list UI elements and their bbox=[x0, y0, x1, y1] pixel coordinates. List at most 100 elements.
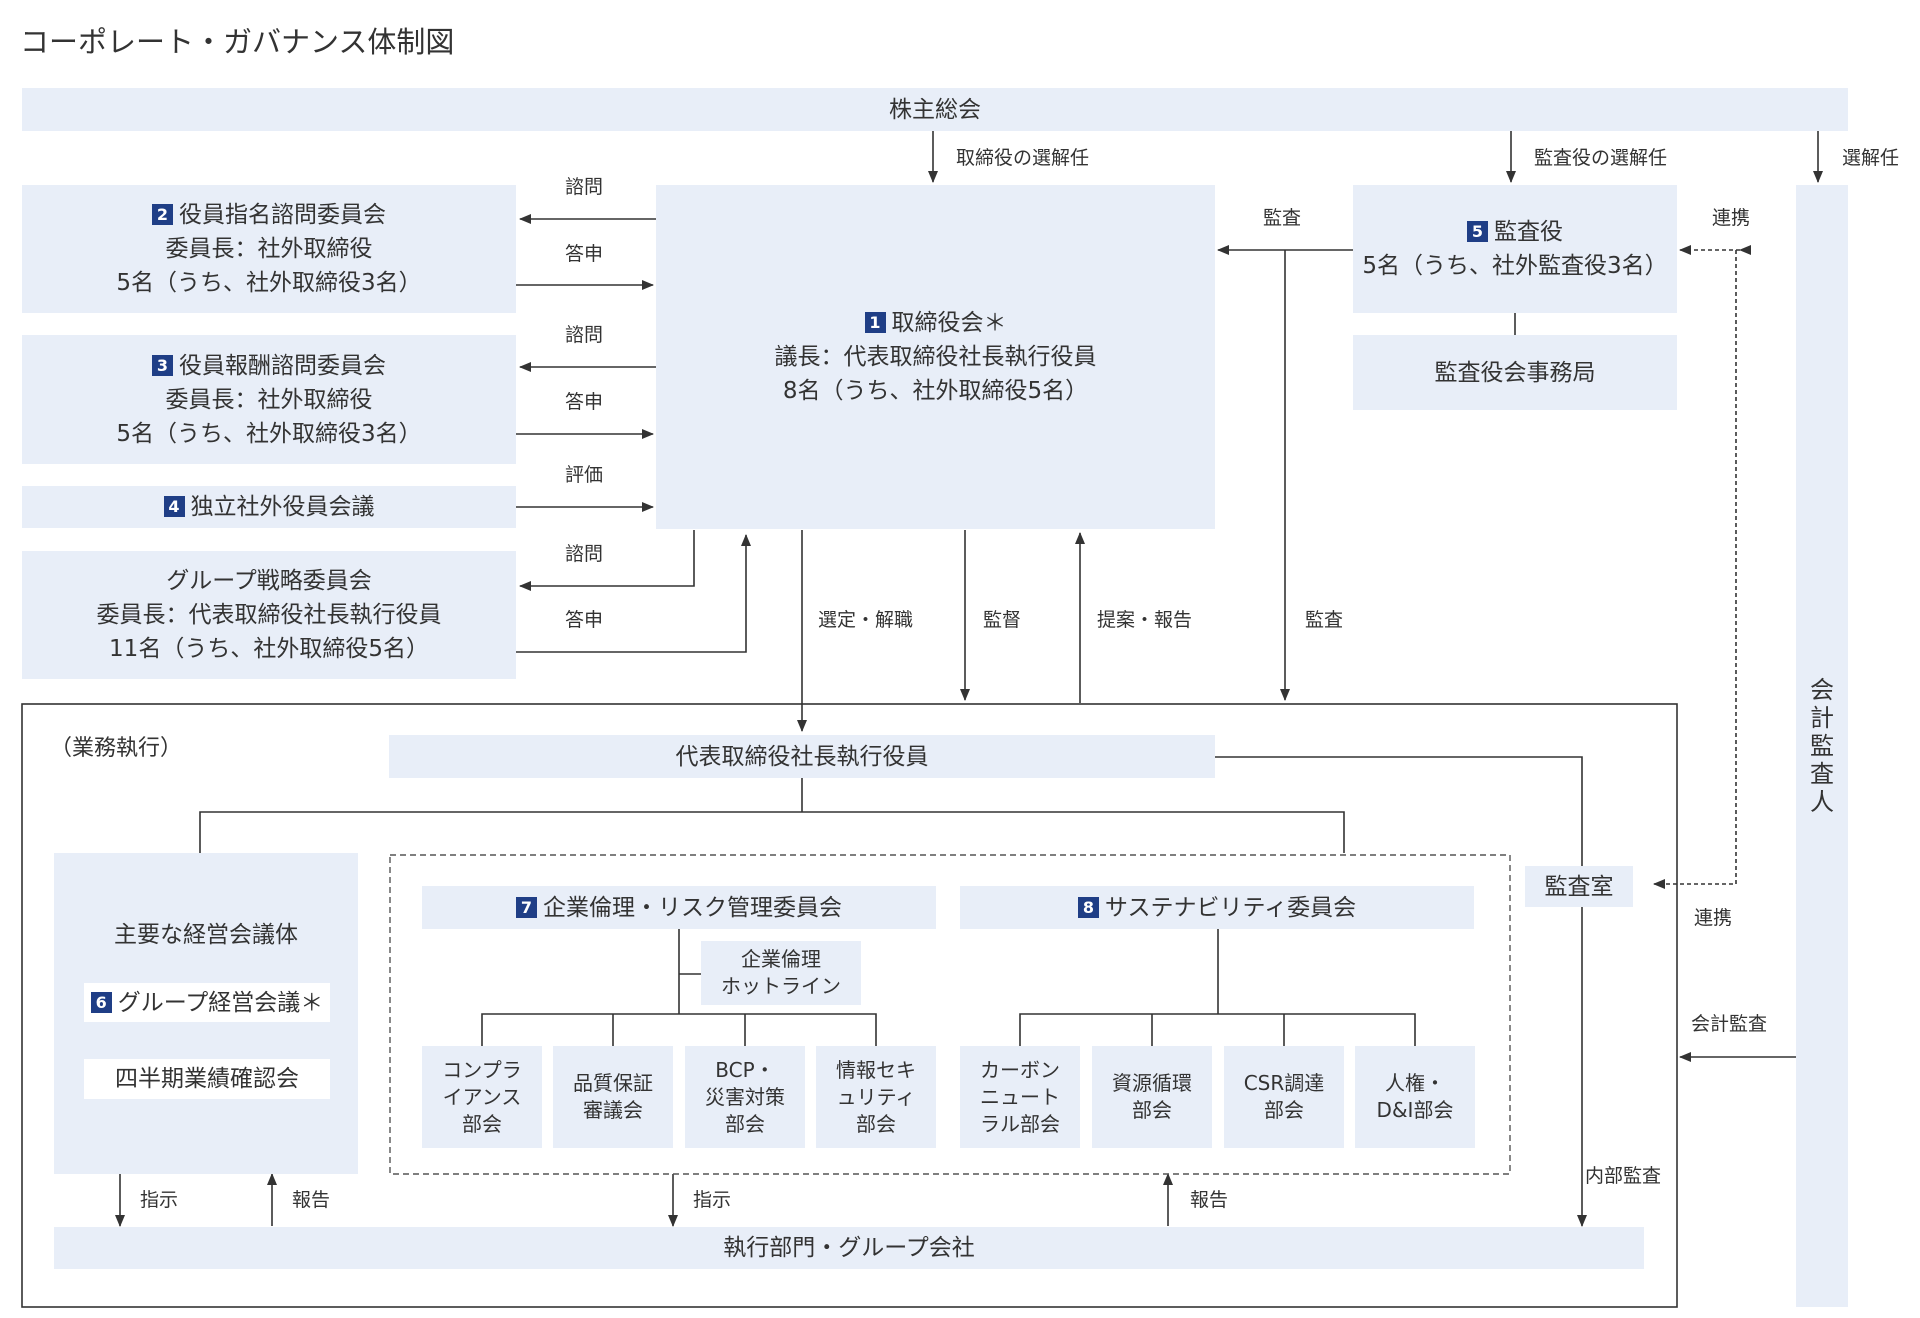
sustainability-subcommittee-line: ラル部会 bbox=[980, 1111, 1060, 1136]
hotline-line: 企業倫理 bbox=[741, 947, 821, 971]
accounting-auditor-char: 計 bbox=[1810, 704, 1834, 732]
sustainability-committee-name: サステナビリティ委員会 bbox=[1104, 894, 1357, 921]
number-badge: 2 bbox=[152, 204, 173, 225]
connector-ethics-branch bbox=[481, 1013, 877, 1046]
label-consult-2: 諮問 bbox=[565, 324, 604, 346]
sustainability-subcommittee-box: CSR調達部会 bbox=[1224, 1046, 1344, 1148]
accounting-auditor-label: 会計監査人 bbox=[1808, 676, 1836, 816]
label-propose-report: 提案・報告 bbox=[1097, 609, 1193, 631]
ethics-subcommittee-line: 部会 bbox=[856, 1111, 896, 1136]
nomination-committee-name: 役員指名諮問委員会 bbox=[179, 202, 386, 228]
label-director-elect: 取締役の選解任 bbox=[956, 147, 1090, 169]
ethics-subcommittee-line: BCP・ bbox=[715, 1057, 775, 1082]
accounting-auditor-char: 監 bbox=[1810, 732, 1834, 760]
number-badge: 1 bbox=[864, 312, 886, 333]
arrow-cooperation-internal-audit[interactable] bbox=[1653, 250, 1737, 889]
internal-audit-box: 監査室 bbox=[1525, 866, 1633, 907]
label-cooperation-top: 連携 bbox=[1712, 207, 1751, 229]
execution-frame bbox=[21, 703, 1678, 1308]
label-report-3: 答申 bbox=[565, 609, 604, 631]
number-badge: 7 bbox=[516, 896, 537, 918]
label-consult-1: 諮問 bbox=[565, 176, 604, 198]
president-label: 代表取締役社長執行役員 bbox=[675, 743, 929, 770]
label-auditor-elect: 監査役の選解任 bbox=[1534, 147, 1668, 169]
connector-sustainability-branch bbox=[1019, 1013, 1416, 1046]
main-meetings-label: 主要な経営会議体 bbox=[114, 922, 298, 948]
label-instruct-left: 指示 bbox=[140, 1189, 179, 1211]
label-audit-board: 監査 bbox=[1263, 207, 1302, 229]
nomination-committee-members: 5名（うち、社外取締役3名） bbox=[116, 270, 422, 296]
label-elect: 選解任 bbox=[1842, 147, 1900, 169]
nomination-committee-title: 2 役員指名諮問委員会 bbox=[152, 198, 386, 232]
ethics-subcommittee-line: 情報セキ bbox=[836, 1057, 916, 1082]
compensation-committee-chair: 委員長：社外取締役 bbox=[165, 386, 373, 413]
accounting-auditor-char: 会 bbox=[1810, 676, 1834, 704]
departments-box: 執行部門・グループ会社 bbox=[54, 1227, 1644, 1269]
sustainability-subcommittee-line: 人権・ bbox=[1385, 1071, 1445, 1095]
number-badge: 4 bbox=[163, 496, 185, 517]
arrow-president-internal-audit bbox=[1215, 756, 1583, 866]
label-supervise: 監督 bbox=[983, 609, 1022, 631]
president-box: 代表取締役社長執行役員 bbox=[389, 735, 1215, 778]
group-strategy-committee-members: 11名（うち、社外取締役5名） bbox=[109, 636, 429, 662]
auditors-office-label: 監査役会事務局 bbox=[1434, 359, 1596, 386]
page-title: コーポレート・ガバナンス体制図 bbox=[20, 25, 455, 59]
ethics-subcommittee-line: 審議会 bbox=[583, 1098, 643, 1122]
label-report-1: 答申 bbox=[565, 243, 604, 265]
shareholders-meeting-box: 株主総会 bbox=[22, 88, 1848, 131]
label-cooperation-bottom: 連携 bbox=[1694, 907, 1733, 929]
ethics-subcommittee-line: 災害対策 bbox=[705, 1084, 785, 1109]
departments-label: 執行部門・グループ会社 bbox=[723, 1235, 975, 1261]
board-chair: 議長：代表取締役社長執行役員 bbox=[774, 344, 1097, 370]
ethics-subcommittee-line: 部会 bbox=[725, 1111, 765, 1136]
ethics-subcommittee-line: コンプラ bbox=[442, 1057, 522, 1082]
arrow-consult-strategy bbox=[519, 530, 695, 591]
sustainability-subcommittee-line: 部会 bbox=[1132, 1098, 1172, 1122]
number-badge: 8 bbox=[1077, 896, 1099, 918]
auditors-office-box: 監査役会事務局 bbox=[1353, 335, 1677, 410]
auditors-name: 監査役 bbox=[1494, 219, 1563, 245]
group-strategy-committee-name: グループ戦略委員会 bbox=[166, 568, 372, 594]
label-select-dismiss: 選定・解職 bbox=[818, 609, 914, 631]
connector-president-branch bbox=[199, 811, 1345, 853]
quarterly-review-box: 四半期業績確認会 bbox=[84, 1059, 330, 1099]
group-strategy-committee-box: グループ戦略委員会 委員長：代表取締役社長執行役員 11名（うち、社外取締役5名… bbox=[22, 551, 516, 679]
label-accounting-audit: 会計監査 bbox=[1691, 1013, 1768, 1035]
label-consult-3: 諮問 bbox=[565, 543, 604, 565]
sustainability-subcommittee-line: 資源循環 bbox=[1112, 1071, 1192, 1095]
execution-label: （業務執行） bbox=[50, 736, 183, 761]
ethics-subcommittee-box: コンプライアンス部会 bbox=[422, 1046, 542, 1148]
ethics-subcommittee-line: ュリティ bbox=[836, 1084, 916, 1109]
ethics-subcommittee-line: イアンス bbox=[442, 1084, 522, 1109]
independent-officers-name: 独立社外役員会議 bbox=[190, 494, 375, 520]
label-instruct-center: 指示 bbox=[693, 1189, 732, 1211]
internal-audit-label: 監査室 bbox=[1544, 873, 1614, 900]
sustainability-subcommittee-line: カーボン bbox=[980, 1057, 1060, 1082]
sustainability-subcommittee-line: ニュート bbox=[980, 1084, 1060, 1109]
compensation-committee-name: 役員報酬諮問委員会 bbox=[179, 352, 386, 379]
sustainability-subcommittee-line: CSR調達 bbox=[1243, 1071, 1325, 1095]
arrow-report-strategy bbox=[516, 534, 751, 653]
shareholders-meeting-label: 株主総会 bbox=[889, 96, 981, 123]
hotline-line: ホットライン bbox=[721, 974, 841, 998]
accounting-auditor-box: 会計監査人 bbox=[1796, 185, 1848, 1307]
sustainability-subcommittee-box: 人権・D&I部会 bbox=[1355, 1046, 1475, 1148]
label-evaluation: 評価 bbox=[565, 464, 604, 486]
sustainability-subcommittee-box: カーボンニュートラル部会 bbox=[960, 1046, 1080, 1148]
committees-dashed-frame bbox=[389, 854, 1511, 1175]
ethics-subcommittee-box: 品質保証審議会 bbox=[553, 1046, 673, 1148]
